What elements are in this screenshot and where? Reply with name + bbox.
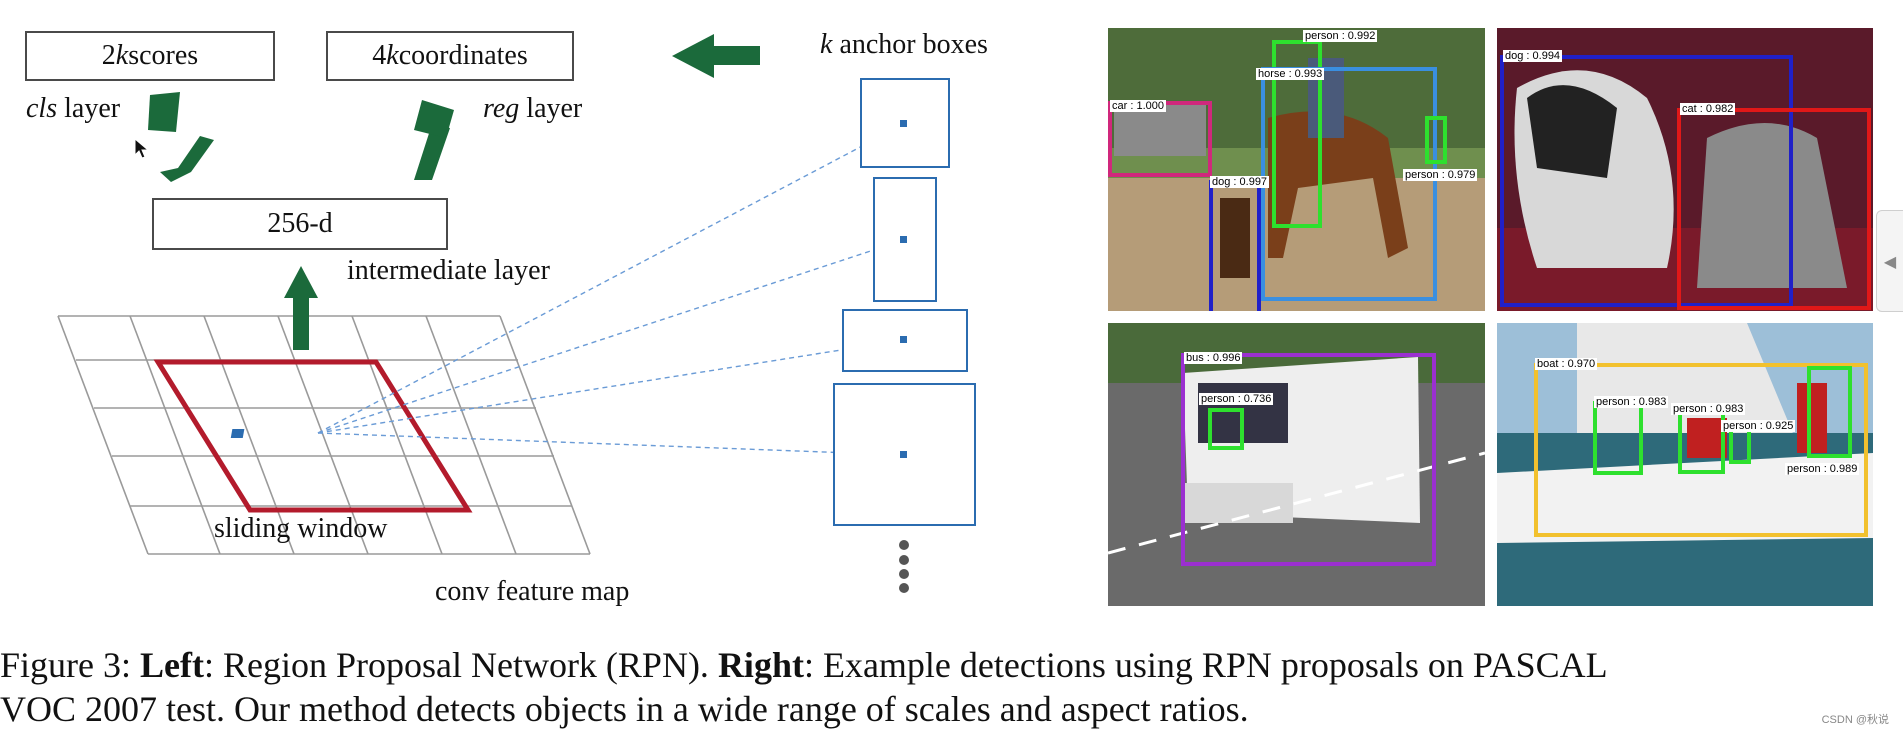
det-label-person-bus: person : 0.736: [1199, 393, 1274, 405]
det-label-person-rider: person : 0.992: [1303, 30, 1378, 42]
side-tab-button[interactable]: ◀: [1876, 210, 1903, 312]
det-label-person-boat-3: person : 0.925: [1721, 420, 1796, 432]
projection-lines: [317, 123, 905, 456]
watermark: CSDN @秋说: [1821, 714, 1889, 726]
scores-k-var: k: [115, 40, 129, 71]
detection-photo-boat: boat : 0.970 person : 0.983 person : 0.9…: [1497, 323, 1873, 606]
coordinates-label: coordinates: [398, 40, 528, 71]
det-label-person-boat-2: person : 0.983: [1671, 403, 1746, 415]
sliding-window-center: [230, 429, 245, 438]
intermediate-layer-label: intermediate layer: [347, 255, 550, 286]
det-label-boat: boat : 0.970: [1535, 358, 1598, 370]
scores-label: scores: [128, 40, 199, 71]
det-label-dog: dog : 0.997: [1210, 176, 1270, 188]
det-label-person-boat-4: person : 0.989: [1785, 463, 1860, 475]
coords-k-count: 4: [372, 40, 387, 71]
anchor-box-3: [842, 309, 968, 372]
anchor-box-1: [860, 78, 950, 168]
detection-photo-dogcat: dog : 0.994 cat : 0.982: [1497, 28, 1873, 311]
anchor-boxes: [833, 78, 976, 526]
conv-feature-map-label: conv feature map: [435, 576, 630, 607]
caption-line-1: Figure 3: Left: Region Proposal Network …: [0, 645, 1608, 685]
conv-feature-map-grid: [57, 315, 591, 555]
arrow-up-cls: [148, 92, 214, 182]
scores-k-count: 2: [101, 40, 116, 71]
coords-k-var: k: [386, 40, 399, 71]
reg-layer-label: reg layer: [483, 93, 583, 124]
anchor-boxes-title: k anchor boxes: [820, 29, 988, 60]
sliding-window-label: sliding window: [214, 513, 388, 544]
chevron-left-icon: ◀: [1883, 251, 1897, 271]
ellipsis-dots: [899, 540, 909, 593]
det-label-car: car : 1.000: [1110, 100, 1166, 112]
mouse-cursor-icon: [134, 138, 150, 159]
sliding-window-box: [153, 359, 473, 513]
det-label-cat: cat : 0.982: [1680, 103, 1736, 115]
caption-line-2: VOC 2007 test. Our method detects object…: [0, 689, 1249, 729]
figure-caption: Figure 3: Left: Region Proposal Network …: [0, 643, 1903, 731]
rpn-diagram: [57, 34, 976, 593]
detection-photo-horse: car : 1.000 person : 0.992 horse : 0.993…: [1108, 28, 1485, 311]
det-label-dog-2: dog : 0.994: [1503, 50, 1563, 62]
arrow-up-reg: [414, 100, 454, 180]
anchor-centers: [900, 120, 907, 458]
intermediate-box: 256-d: [152, 198, 448, 250]
det-box-person-rider: [1272, 40, 1322, 228]
cls-layer-label: cls layer: [26, 93, 121, 124]
detection-photo-bus: bus : 0.996 person : 0.736: [1108, 323, 1485, 606]
det-label-person-boat-1: person : 0.983: [1594, 396, 1669, 408]
det-label-person-bg: person : 0.979: [1403, 169, 1478, 181]
arrow-up-feature: [284, 266, 318, 350]
arrow-left-anchor: [672, 34, 760, 78]
det-label-bus: bus : 0.996: [1184, 352, 1243, 364]
det-label-horse: horse : 0.993: [1256, 68, 1325, 80]
